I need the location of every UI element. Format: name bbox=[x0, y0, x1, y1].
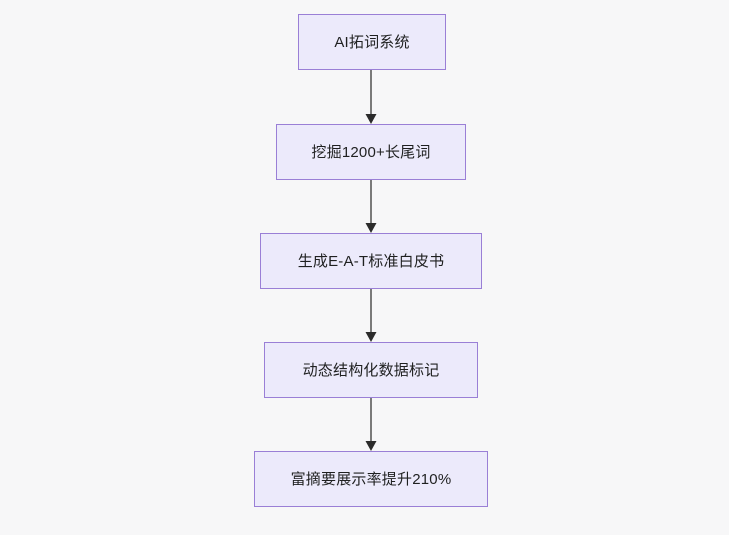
flow-node-label: AI拓词系统 bbox=[334, 33, 410, 51]
flow-node-rich-snippet-uplift[interactable]: 富摘要展示率提升210% bbox=[254, 451, 488, 507]
flow-node-ai-keyword-system[interactable]: AI拓词系统 bbox=[298, 14, 446, 70]
flow-node-mine-longtail-keywords[interactable]: 挖掘1200+长尾词 bbox=[276, 124, 466, 180]
flow-edge-n2-n3 bbox=[363, 180, 379, 233]
flow-node-label: 动态结构化数据标记 bbox=[302, 361, 440, 379]
flow-node-generate-eat-whitepaper[interactable]: 生成E-A-T标准白皮书 bbox=[260, 233, 482, 289]
flow-node-label: 富摘要展示率提升210% bbox=[290, 470, 452, 488]
flow-node-label: 生成E-A-T标准白皮书 bbox=[297, 252, 445, 270]
flow-node-dynamic-structured-data-markup[interactable]: 动态结构化数据标记 bbox=[264, 342, 478, 398]
flow-edge-n1-n2 bbox=[363, 70, 379, 124]
flow-edge-n4-n5 bbox=[363, 398, 379, 451]
flow-node-label: 挖掘1200+长尾词 bbox=[311, 143, 431, 161]
flow-edge-n3-n4 bbox=[363, 289, 379, 342]
